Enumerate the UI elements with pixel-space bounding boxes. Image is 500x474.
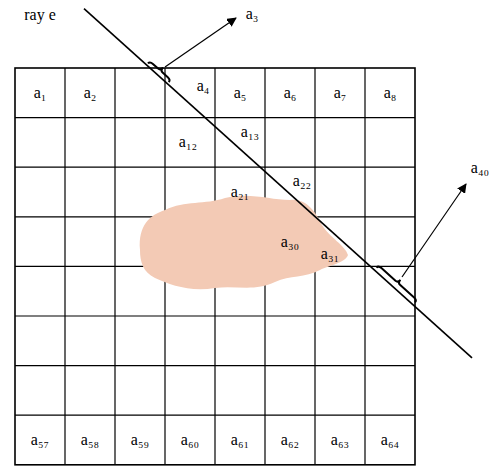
pixel-cell: a₆₄	[365, 415, 415, 465]
pixel-cell: a₄	[165, 68, 215, 118]
pixel-label: a₃₁	[321, 246, 339, 262]
callout-arrow	[402, 184, 466, 277]
pixel-cell: a₆	[265, 68, 315, 118]
pixel-label: a₅₇	[31, 432, 49, 448]
pixel-label: a₂₂	[293, 173, 311, 189]
pixel-cell: a₃₁	[315, 217, 365, 267]
pixel-label: a₆₄	[381, 432, 399, 448]
pixel-cell: a₆₂	[265, 415, 315, 465]
pixel-label: a₁₃	[241, 124, 259, 140]
pixel-cell: a₁₃	[215, 118, 265, 168]
pixel-label: a₅₈	[81, 432, 99, 448]
pixel-cell: a₇	[315, 68, 365, 118]
segment-brace	[376, 262, 419, 302]
callout-label: a₄₀	[471, 160, 489, 176]
segment-brace	[148, 58, 173, 82]
pixel-cell: a₂₂	[265, 167, 315, 217]
grid-line	[15, 315, 415, 316]
pixel-label: a₆₁	[231, 432, 249, 448]
pixel-label: a₆₃	[331, 432, 349, 448]
pixel-cell: a₂	[65, 68, 115, 118]
pixel-label: a₆₀	[181, 432, 199, 448]
pixel-label: a₁	[34, 85, 47, 101]
pixel-cell: a₅₇	[15, 415, 65, 465]
pixel-cell: a₁	[15, 68, 65, 118]
pixel-label: a₁₂	[179, 134, 197, 150]
grid-line	[15, 167, 415, 168]
pixel-cell: a₆₃	[315, 415, 365, 465]
callout-label: a₃	[246, 6, 259, 22]
object-blob	[140, 196, 348, 289]
ray-label: ray e	[24, 7, 56, 23]
grid-line	[15, 365, 415, 366]
callout-arrow	[165, 18, 236, 67]
pixel-label: a₈	[384, 85, 397, 101]
pixel-cell: a₂₁	[215, 167, 265, 217]
pixel-label: a₇	[334, 85, 347, 101]
pixel-label: a₅₉	[131, 432, 149, 448]
grid-line	[15, 117, 415, 118]
ray-line	[84, 9, 472, 358]
pixel-label: a₆₂	[281, 432, 299, 448]
pixel-cell: a₈	[365, 68, 415, 118]
pixel-cell: a₆₁	[215, 415, 265, 465]
pixel-cell: a₅₈	[65, 415, 115, 465]
pixel-cell: a₁₂	[165, 118, 215, 168]
pixel-cell: a₅	[215, 68, 265, 118]
pixel-label: a₆	[284, 85, 297, 101]
pixel-cell: a₆₀	[165, 415, 215, 465]
pixel-label: a₂	[84, 85, 97, 101]
pixel-cell: a₅₉	[115, 415, 165, 465]
pixel-label: a₃₀	[281, 234, 299, 250]
pixel-label: a₄	[197, 78, 210, 94]
pixel-cell: a₃₀	[265, 217, 315, 267]
pixel-label: a₅	[234, 85, 247, 101]
grid-line	[15, 415, 415, 416]
pixel-label: a₂₁	[231, 184, 249, 200]
